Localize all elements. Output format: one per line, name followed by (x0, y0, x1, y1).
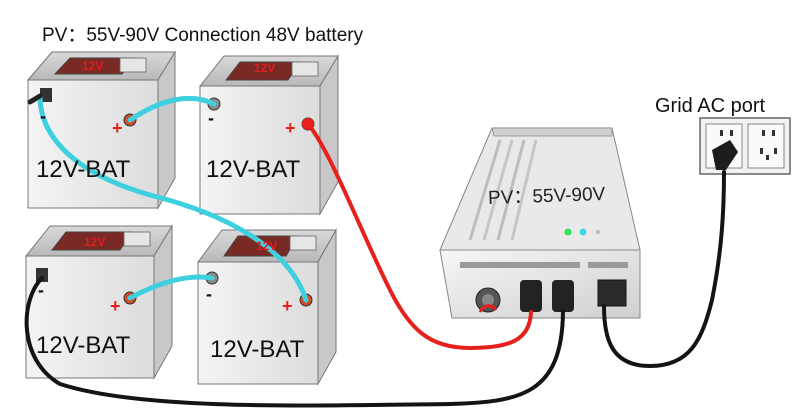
battery-bottom-left (24, 224, 173, 380)
status-led-green-icon (564, 228, 572, 236)
minus-sign: - (40, 106, 46, 126)
grid-tie-inverter (439, 127, 641, 319)
battery-label: 12V-BAT (36, 332, 131, 359)
pv-negative-connector (552, 280, 574, 312)
ac-plug-icon (712, 140, 738, 170)
battery-badge: 12V (256, 239, 277, 253)
positive-wire (306, 122, 533, 351)
battery-badge: 12V (82, 59, 103, 73)
pv-positive-connector (520, 280, 542, 312)
plus-sign: + (285, 118, 296, 138)
negative-wire (24, 276, 565, 408)
plus-sign: + (282, 296, 293, 316)
link-wire-bottom (127, 274, 215, 301)
minus-sign: - (38, 280, 44, 300)
plus-sign: + (112, 118, 123, 138)
battery-badge: 12V (84, 235, 105, 249)
battery-label: 12V-BAT (210, 336, 305, 363)
inverter-pv-label: PV：55V-90V (487, 183, 606, 210)
ac-wire (602, 170, 726, 369)
plus-sign: + (110, 296, 121, 316)
diagram-title: PV：55V-90V Connection 48V battery (42, 25, 364, 46)
battery-top-left (26, 50, 176, 210)
grid-ac-socket (699, 117, 791, 175)
minus-sign: - (208, 108, 214, 128)
grid-ac-port-label: Grid AC port (655, 95, 766, 117)
battery-top-right (198, 54, 339, 216)
minus-sign: - (206, 284, 212, 304)
link-wire-top (127, 95, 217, 123)
battery-label: 12V-BAT (36, 156, 131, 183)
battery-label: 12V-BAT (206, 156, 301, 183)
status-led-cyan-icon (579, 228, 587, 236)
battery-badge: 12V (254, 61, 275, 75)
link-wire-cross (37, 93, 309, 303)
